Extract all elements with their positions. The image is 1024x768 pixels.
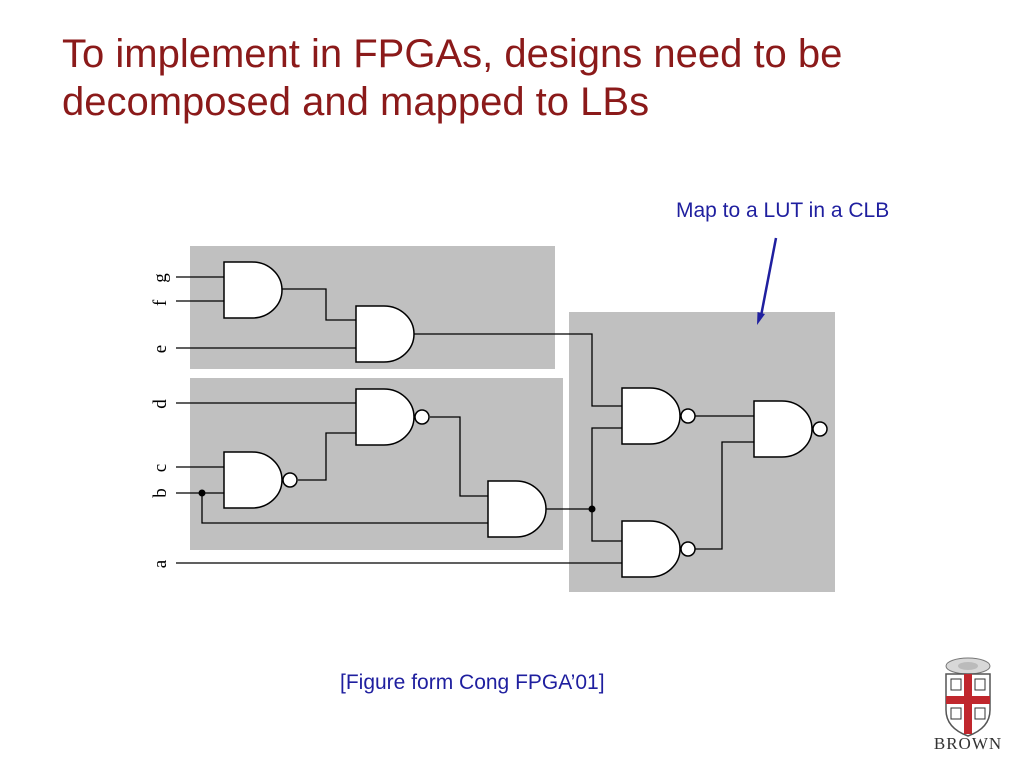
sun-crest-icon (945, 657, 991, 675)
and-gate-2 (355, 305, 415, 363)
junction-dot-out (588, 505, 596, 513)
nand-gate-1 (355, 388, 430, 446)
slide-title: To implement in FPGAs, designs need to b… (62, 32, 843, 124)
input-label-f: f (150, 299, 171, 306)
input-label-g: g (150, 273, 171, 283)
and-gate-3 (487, 480, 547, 538)
figure-caption: [Figure form Cong FPGA’01] (340, 671, 605, 694)
logo-text: BROWN (934, 734, 1002, 752)
input-label-a: a (150, 559, 171, 568)
wires (176, 276, 754, 564)
and-gate-1 (223, 261, 283, 319)
input-label-e: e (150, 345, 171, 353)
nand-gate-5 (753, 400, 828, 458)
input-label-d: d (150, 399, 171, 409)
junction-dot-b (198, 489, 206, 497)
circuit-diagram: g f e d c b a (150, 237, 835, 592)
callout-label: Map to a LUT in a CLB (676, 199, 890, 222)
input-label-c: c (150, 464, 171, 472)
callout-arrow (757, 237, 778, 325)
nand-gate-2 (223, 451, 298, 509)
nand-gate-3 (621, 387, 696, 445)
brown-university-logo: BROWN (934, 657, 1002, 752)
nand-gate-4 (621, 520, 696, 578)
input-label-b: b (150, 488, 171, 498)
shield-icon (945, 673, 991, 737)
